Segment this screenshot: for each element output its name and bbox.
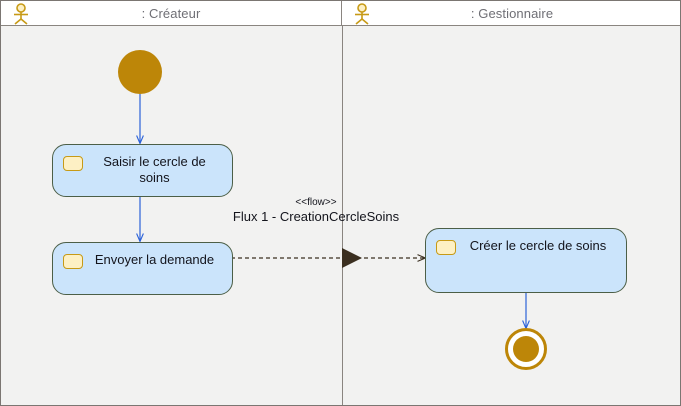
activity-icon	[436, 240, 456, 255]
activity-icon	[63, 156, 83, 171]
activity-label: Saisir le cercle de soins	[103, 154, 206, 185]
flow-label: <<flow>> Flux 1 - CreationCercleSoins	[220, 197, 412, 225]
activity-label: Créer le cercle de soins	[469, 238, 607, 253]
flow-name: Flux 1 - CreationCercleSoins	[232, 209, 400, 224]
flow-stereotype: <<flow>>	[295, 197, 337, 208]
flow-boundary-triangle	[342, 248, 362, 268]
activity-node-envoyer-la-demande[interactable]: Envoyer la demande	[52, 242, 233, 295]
activity-node-saisir-le-cercle-de-soins[interactable]: Saisir le cercle de soins	[52, 144, 233, 197]
lane-header-gestionnaire[interactable]: : Gestionnaire	[342, 1, 680, 26]
lane-header-createur[interactable]: : Créateur	[1, 1, 342, 26]
actor-stick-figure-icon	[355, 3, 369, 25]
actor-stick-figure-icon	[14, 3, 28, 25]
lane-title-gestionnaire: : Gestionnaire	[470, 5, 554, 21]
activity-final-node[interactable]	[505, 328, 547, 370]
final-node-inner	[513, 336, 539, 362]
activity-label: Envoyer la demande	[94, 252, 215, 267]
lane-divider	[342, 26, 343, 405]
lane-title-createur: : Créateur	[141, 5, 201, 21]
activity-node-creer-le-cercle-de-soins[interactable]: Créer le cercle de soins	[425, 228, 627, 293]
initial-node[interactable]	[118, 50, 162, 94]
activity-icon	[63, 254, 83, 269]
